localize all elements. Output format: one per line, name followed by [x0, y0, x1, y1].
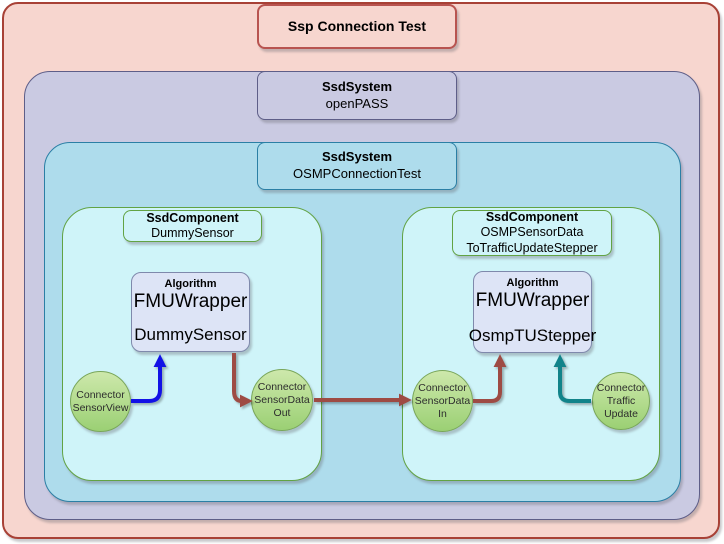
- algorithm-class-name: FMUWrapper: [133, 291, 248, 312]
- connector-traffic-update: Connector Traffic Update: [592, 372, 650, 430]
- connector-name-suffix: Out: [273, 406, 291, 419]
- algorithm-header: Algorithm FMUWrapper: [134, 278, 248, 313]
- component-stepper-name-line1: OSMPSensorData: [480, 225, 584, 240]
- connector-sensorview: Connector SensorView: [70, 371, 131, 432]
- connector-label: Connector: [418, 381, 467, 394]
- component-stepper-type-label: SsdComponent: [485, 210, 579, 225]
- connector-name: SensorData: [414, 394, 471, 407]
- system-openpass-name: openPASS: [325, 95, 389, 111]
- system-osmp-title: SsdSystem OSMPConnectionTest: [257, 142, 457, 190]
- algorithm-type-label: Algorithm: [164, 278, 217, 290]
- algorithm-instance-name: DummySensor: [134, 325, 247, 344]
- connector-label: Connector: [596, 381, 646, 394]
- connector-name-suffix: In: [438, 407, 447, 420]
- root-title: Ssp Connection Test: [257, 4, 457, 49]
- system-openpass-title: SsdSystem openPASS: [257, 71, 457, 120]
- connector-sensordata-in: Connector SensorData In: [412, 370, 473, 432]
- connector-name-suffix: Update: [604, 407, 638, 420]
- root-title-label: Ssp Connection Test: [287, 18, 427, 35]
- component-dummysensor-title: SsdComponent DummySensor: [123, 210, 262, 242]
- component-dummysensor-type-label: SsdComponent: [146, 210, 239, 225]
- system-openpass-type-label: SsdSystem: [321, 78, 393, 94]
- connector-name: SensorData: [254, 393, 310, 406]
- component-stepper-title: SsdComponent OSMPSensorData ToTrafficUpd…: [452, 210, 612, 256]
- algorithm-fmuwrapper-dummysensor: Algorithm FMUWrapper DummySensor: [131, 272, 250, 352]
- connector-sensordata-out: Connector SensorData Out: [251, 369, 313, 431]
- algorithm-type-label: Algorithm: [506, 277, 559, 289]
- algorithm-instance-name: OsmpTUStepper: [468, 326, 597, 345]
- algorithm-class-name: FMUWrapper: [475, 290, 590, 311]
- component-stepper-name-line2: ToTrafficUpdateStepper: [466, 240, 598, 255]
- system-osmp-type-label: SsdSystem: [321, 149, 393, 165]
- algorithm-fmuwrapper-osmptustepper: Algorithm FMUWrapper OsmpTUStepper: [469, 271, 596, 353]
- connector-name: Traffic: [606, 394, 636, 407]
- connector-label: Connector: [76, 388, 125, 401]
- algorithm-header: Algorithm FMUWrapper: [476, 277, 590, 312]
- connector-label: Connector: [257, 380, 307, 393]
- component-dummysensor-name: DummySensor: [151, 226, 234, 240]
- connector-name: SensorView: [72, 401, 129, 414]
- system-osmp-name: OSMPConnectionTest: [293, 166, 421, 181]
